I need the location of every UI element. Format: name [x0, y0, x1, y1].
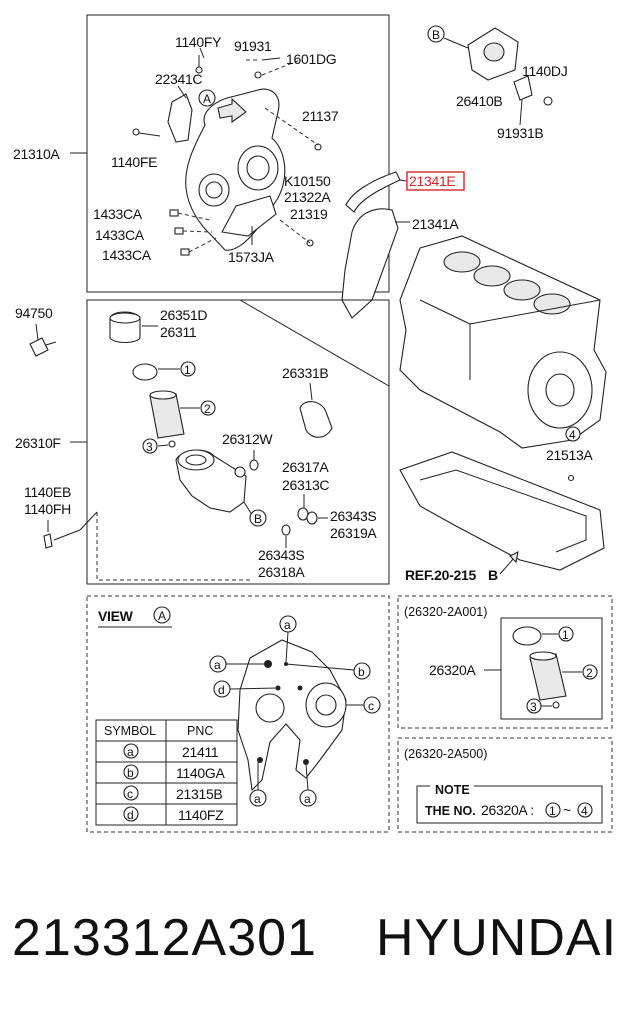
note-title: NOTE: [435, 783, 470, 797]
label-21341e: 21341E: [409, 173, 455, 189]
callout-circle-b-top: [427, 25, 445, 43]
label-callout-3: 3: [146, 440, 153, 454]
label-21319: 21319: [290, 206, 328, 222]
part-number: 213312A301: [12, 909, 317, 967]
table-row-symbol: d: [127, 808, 134, 822]
label-26343s-1: 26343S: [330, 508, 376, 524]
table-row-pnc: 21315B: [176, 786, 222, 802]
view-callout-d: d: [218, 683, 225, 697]
label-k10150: K10150: [284, 173, 331, 189]
callout-circle-4: [565, 426, 581, 442]
table-header-symbol: SYMBOL: [104, 724, 156, 738]
label-1601dg: 1601DG: [286, 51, 336, 67]
label-26343s-2: 26343S: [258, 547, 304, 563]
label-4: 4: [569, 428, 576, 442]
label-1140fy: 1140FY: [175, 34, 222, 50]
label-21310a: 21310A: [13, 146, 60, 162]
callout-circle-a: [198, 89, 216, 107]
oil-pan: [399, 451, 605, 571]
callout-circle-b-mid: [249, 509, 267, 527]
view-a-letter: A: [158, 609, 166, 623]
view-a-box: [86, 595, 390, 833]
label-26312w: 26312W: [222, 431, 273, 447]
label-26313c: 26313C: [282, 477, 329, 493]
label-21137: 21137: [302, 108, 339, 124]
label-callout-2: 2: [204, 402, 211, 416]
table-row-pnc: 1140GA: [176, 765, 225, 781]
label-1433ca-3: 1433CA: [102, 247, 152, 263]
label-21513a: 21513A: [546, 447, 593, 463]
table-row-symbol: b: [127, 766, 134, 780]
label-1140fe: 1140FE: [111, 154, 157, 170]
label-26351d: 26351D: [160, 307, 207, 323]
kit1-title: (26320-2A001): [404, 605, 487, 619]
note-from: 1: [549, 804, 556, 818]
kit2-title: (26320-2A500): [404, 747, 487, 761]
label-94750: 94750: [15, 305, 53, 321]
symbol-pnc-table: SYMBOL PNC a 21411 b 1140GA c 21315B d 1…: [95, 719, 238, 826]
table-header-pnc: PNC: [187, 724, 213, 738]
label-view-a-callout: A: [203, 92, 211, 106]
sensor-94750: [29, 337, 49, 357]
arrow-view-a: [217, 97, 247, 124]
table-row-symbol: c: [127, 787, 133, 801]
label-ref-20-215: REF.20-215: [405, 567, 476, 583]
label-91931b: 91931B: [497, 125, 543, 141]
view-callout-a-left: a: [214, 658, 221, 672]
parts-diagram: 1140FY 91931 1601DG 22341C A 21137 21310…: [13, 14, 613, 833]
label-1573ja: 1573JA: [228, 249, 275, 265]
label-26331b: 26331B: [282, 365, 328, 381]
bracket-22341c: [167, 93, 193, 143]
label-1433ca-2: 1433CA: [95, 227, 145, 243]
label-91931: 91931: [234, 38, 272, 54]
note-sep: ~: [563, 802, 571, 818]
view-a-title: VIEW: [98, 608, 134, 624]
label-1140eb: 1140EB: [24, 484, 71, 500]
table-row-pnc: 1140FZ: [178, 807, 224, 823]
label-26311: 26311: [160, 324, 197, 340]
gasket-21341e: [345, 171, 401, 213]
label-callout-1: 1: [184, 363, 191, 377]
label-26318a: 26318A: [258, 564, 305, 580]
footer: 213312A301 HYUNDAI: [0, 898, 634, 988]
label-26319a: 26319A: [330, 525, 377, 541]
gasket-21341a: [341, 208, 399, 319]
note-text: THE NO.: [425, 804, 476, 818]
view-callout-b: b: [358, 665, 365, 679]
view-callout-a-bottom-1: a: [254, 792, 261, 806]
kit-26320-2a001-box: [397, 595, 613, 729]
label-21322a: 21322A: [284, 189, 331, 205]
label-26410b: 26410B: [456, 93, 502, 109]
table-row-symbol: a: [127, 745, 134, 759]
label-26310f: 26310F: [15, 435, 61, 451]
label-22341c: 22341C: [155, 71, 202, 87]
kit1-label: 26320A: [429, 662, 476, 678]
label-1433ca-1: 1433CA: [93, 206, 143, 222]
filter-element: [149, 393, 185, 439]
label-ref-b: B: [488, 567, 498, 583]
label-26317a: 26317A: [282, 459, 329, 475]
table-row-pnc: 21411: [182, 744, 219, 760]
label-1140dj: 1140DJ: [522, 63, 567, 79]
label-1140fh: 1140FH: [24, 501, 71, 517]
kit1-callout-1: 1: [562, 628, 569, 642]
kit1-callout-2: 2: [586, 666, 593, 680]
note-part: 26320A :: [481, 802, 534, 818]
label-21341a: 21341A: [412, 216, 459, 232]
note-to: 4: [581, 804, 588, 818]
view-a-cover: [237, 639, 347, 792]
note-box: [416, 785, 603, 824]
highlight-box-21341e: [406, 171, 465, 191]
o-ring-1: [132, 363, 158, 381]
bracket-91931b: [513, 75, 533, 101]
label-b-mid: B: [254, 512, 262, 526]
gasket-26331b: [299, 401, 333, 438]
brand-name: HYUNDAI: [376, 909, 618, 967]
label-b-top: B: [432, 28, 440, 42]
kit1-callout-3: 3: [530, 700, 537, 714]
view-callout-a-bottom-2: a: [304, 792, 311, 806]
kit-26320-2a500-box: [397, 737, 613, 833]
view-callout-a-top: a: [284, 618, 291, 632]
view-callout-c: c: [368, 699, 374, 713]
